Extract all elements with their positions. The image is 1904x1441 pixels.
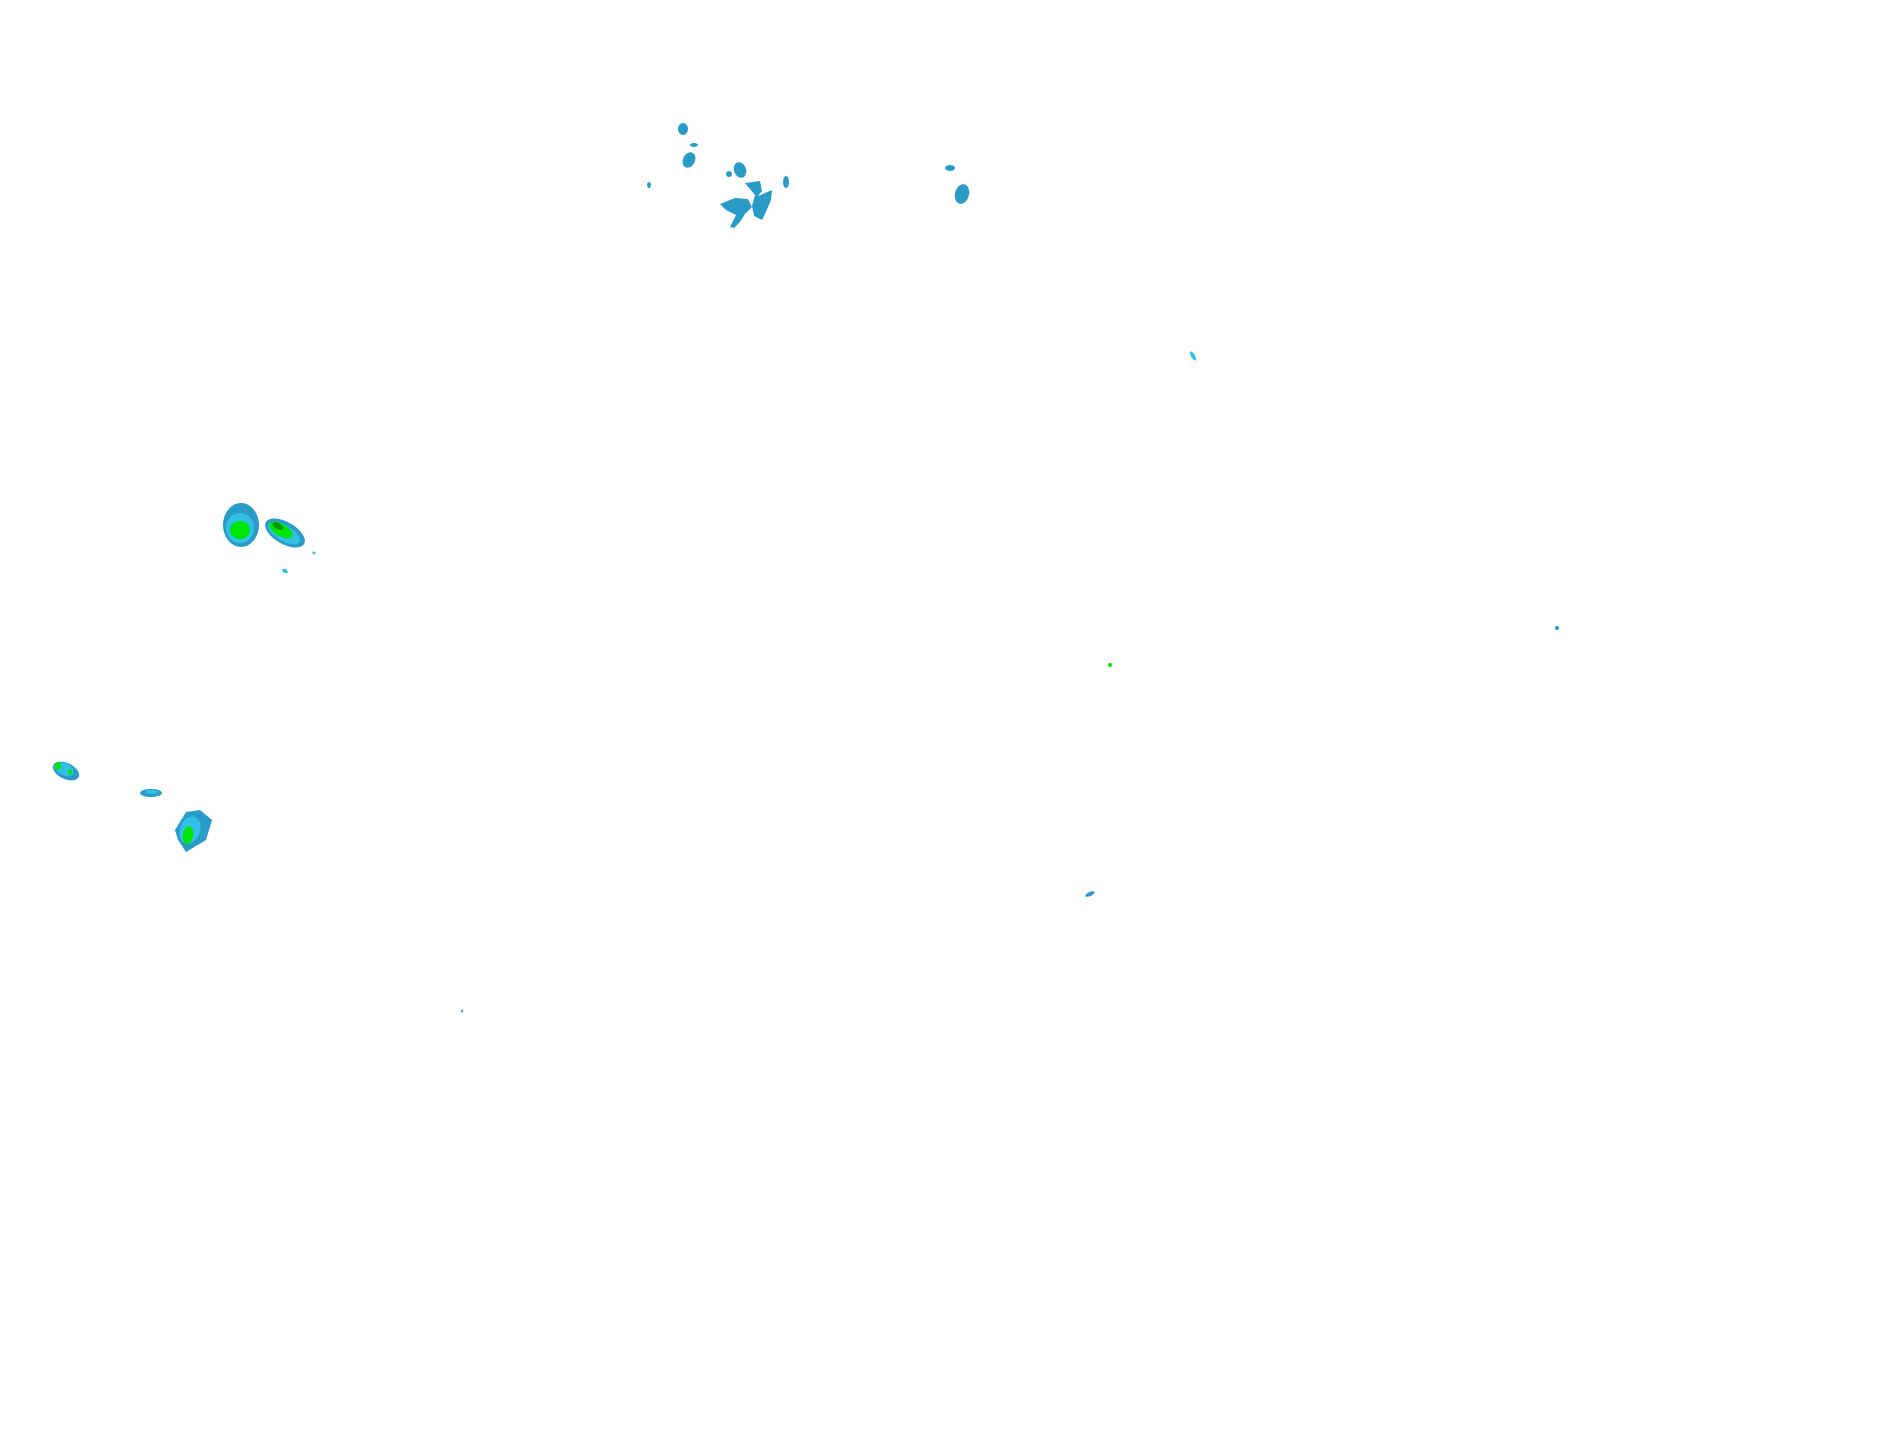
- precipitation-cell: [146, 790, 158, 794]
- precipitation-cell: [733, 162, 747, 178]
- precipitation-cell: [954, 184, 970, 204]
- precipitation-cell: [1108, 663, 1112, 667]
- precipitation-cells: [52, 123, 1559, 1013]
- precipitation-cell: [1085, 891, 1095, 897]
- precipitation-cell: [945, 165, 955, 171]
- precipitation-cell: [1189, 351, 1197, 361]
- precipitation-cell: [647, 182, 651, 188]
- precipitation-cell: [461, 1009, 463, 1013]
- precipitation-cell: [726, 171, 732, 177]
- precipitation-cell: [682, 152, 696, 168]
- precipitation-cell: [1555, 626, 1559, 630]
- precipitation-cell: [312, 551, 316, 555]
- precipitation-cell: [182, 826, 194, 844]
- precipitation-cell: [230, 521, 250, 539]
- precipitation-cell: [690, 143, 698, 147]
- precipitation-cell: [720, 198, 752, 228]
- precipitation-cell: [55, 762, 61, 770]
- precipitation-cell: [68, 769, 72, 775]
- precipitation-cell: [282, 568, 288, 574]
- precipitation-cell: [783, 176, 789, 188]
- precipitation-cell: [745, 181, 772, 220]
- precipitation-cell: [678, 123, 688, 135]
- precipitation-cell: [272, 522, 284, 530]
